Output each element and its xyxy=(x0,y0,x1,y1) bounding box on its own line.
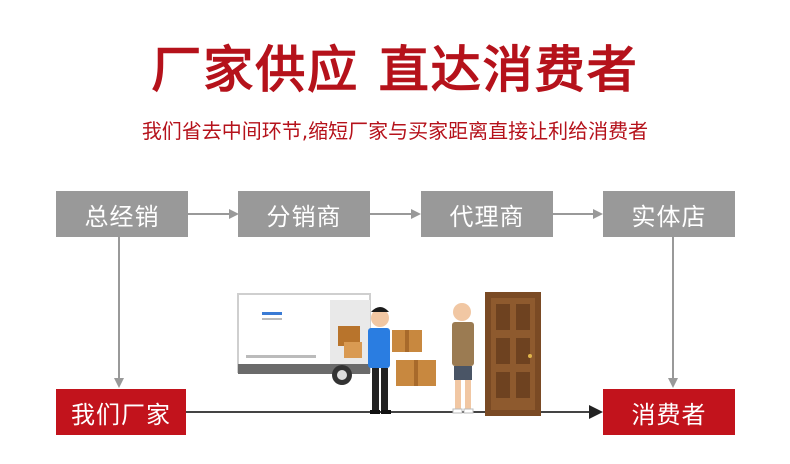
delivery-truck-icon xyxy=(237,293,371,385)
box-factory: 我们厂家 xyxy=(56,389,186,435)
page-title: 厂家供应 直达消费者 xyxy=(151,41,639,99)
wooden-door-icon xyxy=(485,292,541,416)
customer-person-icon xyxy=(452,303,474,414)
box-distributor: 总经销 xyxy=(56,191,188,237)
box-retail-store: 实体店 xyxy=(603,191,735,237)
courier-person-icon xyxy=(368,307,391,414)
page-subtitle: 我们省去中间环节,缩短厂家与买家距离直接让利给消费者 xyxy=(141,119,649,143)
box-sub-distributor: 分销商 xyxy=(238,191,370,237)
parcel-box-icon xyxy=(392,330,436,386)
box-agent: 代理商 xyxy=(421,191,553,237)
box-consumer: 消费者 xyxy=(603,389,735,435)
